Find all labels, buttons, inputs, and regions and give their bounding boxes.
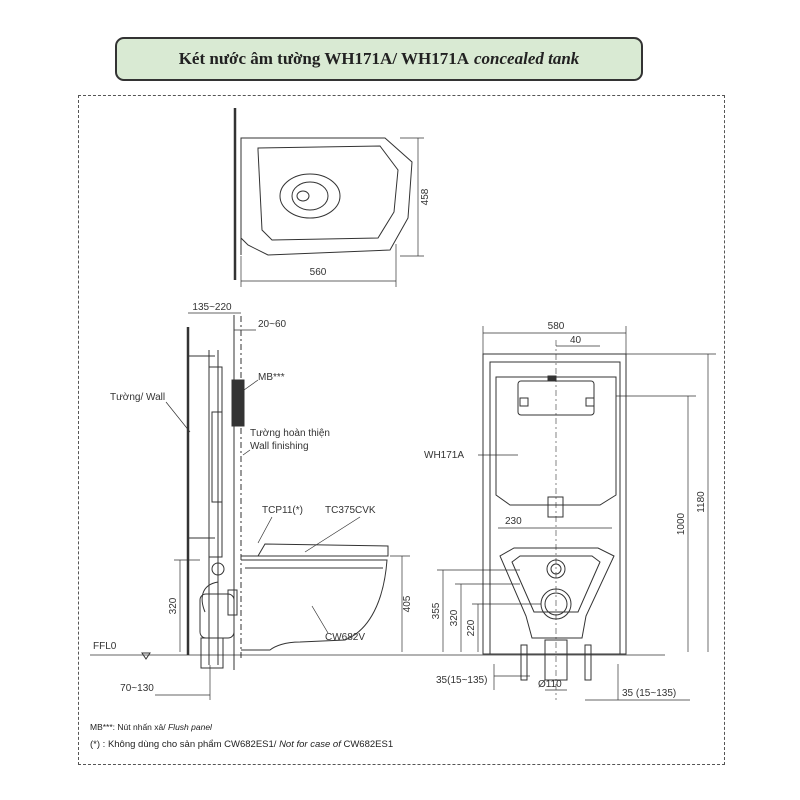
front-view xyxy=(437,326,716,701)
dim-side-320: 320 xyxy=(168,597,179,614)
label-tc: TC375CVK xyxy=(325,505,376,516)
footnote-mb-vn: MB***: Nút nhấn xả/ xyxy=(90,722,166,732)
dim-front-320: 320 xyxy=(449,609,460,626)
dim-front-width: 580 xyxy=(548,321,565,332)
label-wall: Tường/ Wall xyxy=(110,392,165,403)
dim-front-355: 355 xyxy=(431,602,442,619)
drawing-frame xyxy=(78,95,725,765)
dim-front-220: 220 xyxy=(466,619,477,636)
label-wall-finish-vn: Tường hoàn thiện xyxy=(250,428,330,439)
label-wall-finish-en: Wall finishing xyxy=(250,441,309,452)
dim-side-gap: 20~60 xyxy=(258,319,287,330)
dim-side-405: 405 xyxy=(402,595,413,612)
side-view xyxy=(155,312,410,700)
footnote-mb: MB***: Nút nhấn xả/ Flush panel xyxy=(90,722,212,732)
footnote-mb-en: Flush panel xyxy=(167,722,212,732)
dim-front-pipe: Ø110 xyxy=(538,679,562,690)
top-view xyxy=(233,108,424,287)
dim-front-bottom-right: 35 (15~135) xyxy=(622,688,676,699)
label-tcp: TCP11(*) xyxy=(262,505,303,516)
footnote-star-vn: (*) : Không dùng cho sản phẩm CW682ES1/ xyxy=(90,739,277,750)
dim-front-1000: 1000 xyxy=(676,512,687,535)
dim-front-bottom-left: 35(15~135) xyxy=(436,675,487,686)
footnote-star: (*) : Không dùng cho sản phẩm CW682ES1/ … xyxy=(90,739,393,750)
label-cw: CW682V xyxy=(325,632,365,643)
dim-front-1180: 1180 xyxy=(696,491,707,513)
dim-front-230: 230 xyxy=(505,516,522,527)
dim-side-bottom: 70~130 xyxy=(120,683,154,694)
label-wh: WH171A xyxy=(424,450,464,461)
dim-top-width: 560 xyxy=(310,267,327,278)
dim-side-range: 135~220 xyxy=(192,302,232,313)
footnote-star-end: CW682ES1 xyxy=(343,739,394,750)
title-italic: concealed tank xyxy=(474,49,580,68)
label-mb: MB*** xyxy=(258,372,285,383)
footnote-star-en: Not for case of xyxy=(279,739,341,750)
title-main: Két nước âm tường WH171A/ WH171A xyxy=(178,49,469,68)
dim-top-depth: 458 xyxy=(420,188,431,205)
label-ffl: FFL0 xyxy=(93,641,117,652)
title-box: Két nước âm tường WH171A/ WH171A conceal… xyxy=(115,37,643,81)
dim-front-offset: 40 xyxy=(570,335,582,346)
